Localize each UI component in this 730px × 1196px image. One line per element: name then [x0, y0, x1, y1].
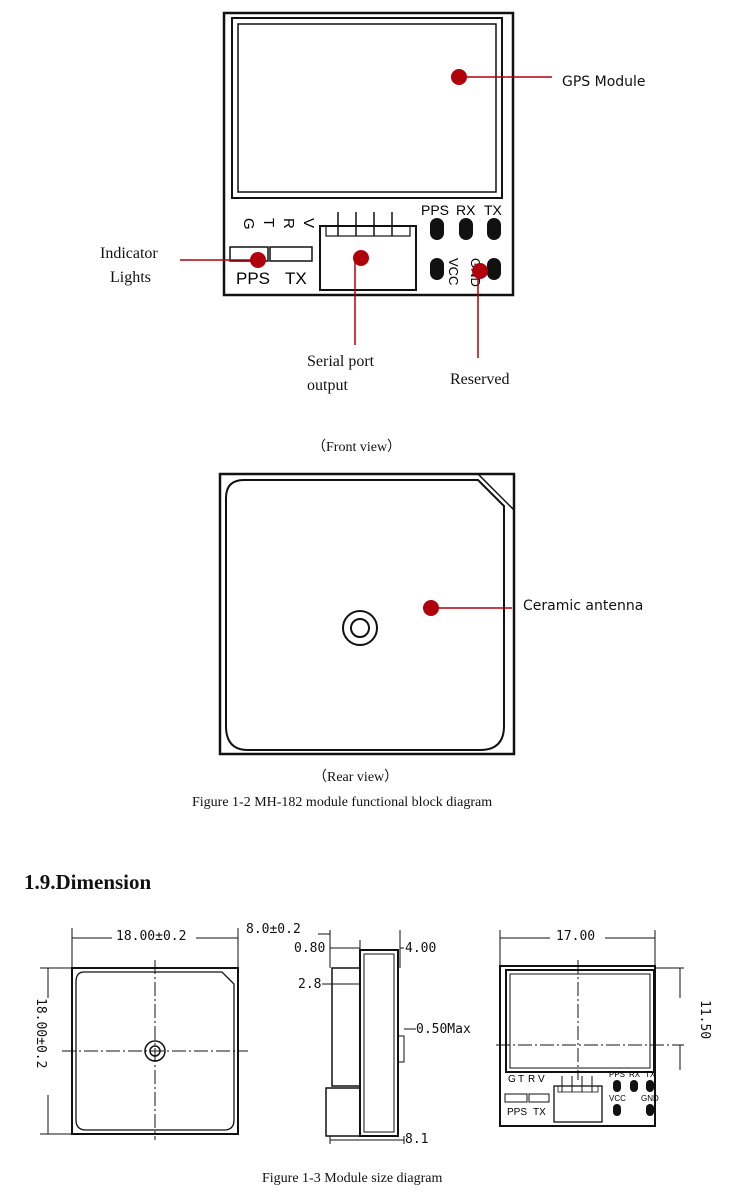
sv-gnd: GND — [641, 1094, 659, 1103]
gps-shield — [231, 17, 503, 199]
pad-tx — [487, 218, 501, 240]
sv-t: T — [518, 1074, 524, 1085]
pad-label-pps: PPS — [421, 202, 449, 218]
section-heading: 1.9.Dimension — [24, 870, 152, 894]
label-ceramic-antenna: Ceramic antenna — [523, 598, 644, 614]
dimension-diagram: G T R V PPS TX PPS RX TX VCC GND — [40, 928, 684, 1144]
front-view-diagram: G T R V PPS TX PPS RX TX VCC GND — [180, 11, 552, 358]
led-pps-label: PPS — [236, 269, 270, 288]
rear-module-outline — [218, 472, 516, 756]
dim-width-label: 18.00±0.2 — [116, 929, 187, 944]
sv-r: R — [528, 1074, 535, 1085]
serial-port-marker — [353, 250, 369, 266]
figure-1-2-caption: Figure 1-2 MH-182 module functional bloc… — [192, 795, 493, 810]
dim-28-label: 2.8 — [298, 977, 322, 992]
pad-label-tx: TX — [484, 202, 503, 218]
pad-label-vcc: VCC — [446, 258, 461, 285]
dim-400-label: 4.00 — [405, 941, 437, 956]
reserved-marker — [472, 263, 488, 279]
sv-led-tx: TX — [533, 1107, 546, 1118]
label-reserved: Reserved — [450, 371, 510, 388]
pad-label-rx: RX — [456, 202, 476, 218]
pad-rx — [459, 218, 473, 240]
dim-height-label: 18.00±0.2 — [33, 998, 48, 1069]
figure-1-3-caption: Figure 1-3 Module size diagram — [262, 1171, 443, 1186]
dim-81-label: 8.1 — [405, 1132, 429, 1147]
label-serial-port-1: Serial port — [307, 353, 375, 370]
label-serial-port-2: output — [307, 377, 348, 394]
pad-pps — [430, 218, 444, 240]
pin-label-t: T — [260, 218, 277, 227]
led-pps — [229, 246, 269, 262]
pad-vcc — [430, 258, 444, 280]
dim-rear-view — [40, 928, 248, 1140]
sv-vcc: VCC — [609, 1094, 626, 1103]
led-tx-label: TX — [285, 269, 307, 288]
label-indicator-1: Indicator — [100, 245, 158, 262]
rear-view-diagram — [218, 472, 516, 756]
pin-label-v: V — [300, 218, 317, 228]
dim-080-label: 0.80 — [294, 941, 326, 956]
dim-050-label: 0.50Max — [416, 1022, 471, 1037]
label-gps-module: GPS Module — [562, 74, 646, 90]
sv-v: V — [538, 1074, 545, 1085]
dim-side-view — [318, 930, 416, 1144]
ceramic-patch — [225, 479, 505, 751]
pin-label-g: G — [240, 218, 257, 230]
sv-rx: RX — [629, 1070, 641, 1079]
front-module-outline — [222, 11, 515, 297]
dim-1150-label: 11.50 — [697, 1000, 712, 1040]
sv-tx: TX — [645, 1070, 656, 1079]
sv-led-pps: PPS — [507, 1107, 527, 1118]
dim-front-view: G T R V PPS TX PPS RX TX VCC GND — [496, 930, 684, 1127]
front-view-caption: （Front view） — [312, 440, 402, 455]
dim-1700-label: 17.00 — [556, 929, 596, 944]
rear-view-caption: （Rear view） — [313, 770, 399, 785]
led-tx — [269, 246, 313, 262]
dim-thickness-label: 8.0±0.2 — [246, 922, 301, 937]
pin-label-r: R — [280, 218, 297, 229]
sv-g: G — [508, 1074, 516, 1085]
sv-pps: PPS — [609, 1070, 625, 1079]
pad-gnd — [487, 258, 501, 280]
label-indicator-2: Lights — [110, 269, 151, 286]
antenna-feed — [342, 610, 378, 646]
